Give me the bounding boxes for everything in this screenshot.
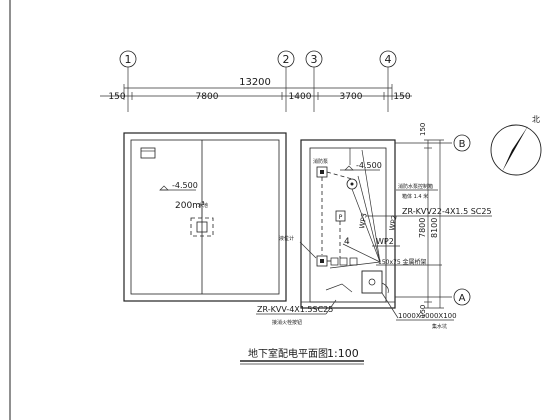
pipe-label: 150x75 金属桥架 [378,258,427,266]
dimension-seg-4: 3700 [340,92,363,102]
dimension-overall: 13200 [239,77,271,88]
tank-sub-label: 水池 [198,202,208,209]
axis-markers-top: 1 2 3 4 [119,50,397,112]
fire-ctrl-label: 消防水泵控制箱 [398,183,433,190]
right-dim-1: 150 [419,123,427,136]
pump-room-outer [300,139,396,309]
axis-marker-A [453,288,471,306]
tank-inner-wall [130,139,280,295]
sump-pit [361,270,383,294]
tank-manhole [140,147,156,159]
axis-label-3: 3 [311,53,318,66]
right-dim-2: 7800 [418,218,427,238]
dimension-seg-1: 150 [108,92,125,102]
box-size-label: 1000X1000X100 [398,312,457,320]
level-box-label: 液位计 [279,235,294,242]
drawing-scale: 1:100 [327,347,359,360]
tank-elevation: -4.500 [172,181,198,190]
cable-wp2: WP2 [376,237,394,246]
fire-ctrl-sub: 箱体 1.4 米 [402,193,428,200]
pit-label: 集水坑 [432,323,447,330]
cable-label-2: ZR-KVV-4X1.5SC25 [257,305,333,314]
axis-label-A: A [459,293,466,304]
tank-outer-wall [123,132,287,302]
control-panel-box [335,210,346,222]
north-arrow-circle [490,124,542,176]
cable-label-1: ZR-KVV22-4X1.5 SC25 [402,207,492,216]
cable-wp3: WP3 [358,213,369,230]
right-annotations: 消防水泵控制箱 箱体 1.4 米 ZR-KVV22-4X1.5 SC25 WP2… [366,183,492,330]
fire-pump-label: 消防泵 [313,158,328,165]
pump-room-elevation: -4.500 [356,161,382,170]
drawing-title-text: 地下室配电平面图 [248,347,328,360]
bottom-cable-annotation: ZR-KVV-4X1.5SC25 接消火栓按钮 [256,299,337,326]
right-dim-3: 8100 [430,218,439,238]
pump-number: 4 [344,237,350,247]
cable-label-2-sub: 接消火栓按钮 [272,319,302,326]
control-panel-label: P [339,214,343,221]
dimension-seg-3: 1400 [289,92,312,102]
axis-label-B: B [459,139,466,150]
right-dimensions: 150 7800 8100 150 B A [395,123,471,318]
right-dim-4: 150 [419,305,427,318]
dimension-seg-2: 7800 [196,92,219,102]
north-label: 北 [532,115,540,124]
axis-label-4: 4 [385,53,392,66]
axis-label-1: 1 [125,53,132,66]
dimension-lines: 13200 150 7800 1400 3700 150 [100,77,412,102]
tank-capacity: 200m³ [175,201,205,211]
north-arrow-pointer [502,126,528,172]
north-arrow: 北 [490,115,542,176]
tank-sump-core [196,221,208,233]
dimension-seg-5: 150 [393,92,410,102]
axis-label-2: 2 [283,53,290,66]
axis-marker-B [453,134,471,152]
right-room-pump: -4.500 消防泵 P 4 液位计 [279,139,442,309]
drawing-title: 地下室配电平面图 1:100 [240,347,364,365]
left-room-tank: -4.500 200m³ 水池 [123,132,287,302]
cable-wp2-vertical: WP2 [388,215,399,232]
